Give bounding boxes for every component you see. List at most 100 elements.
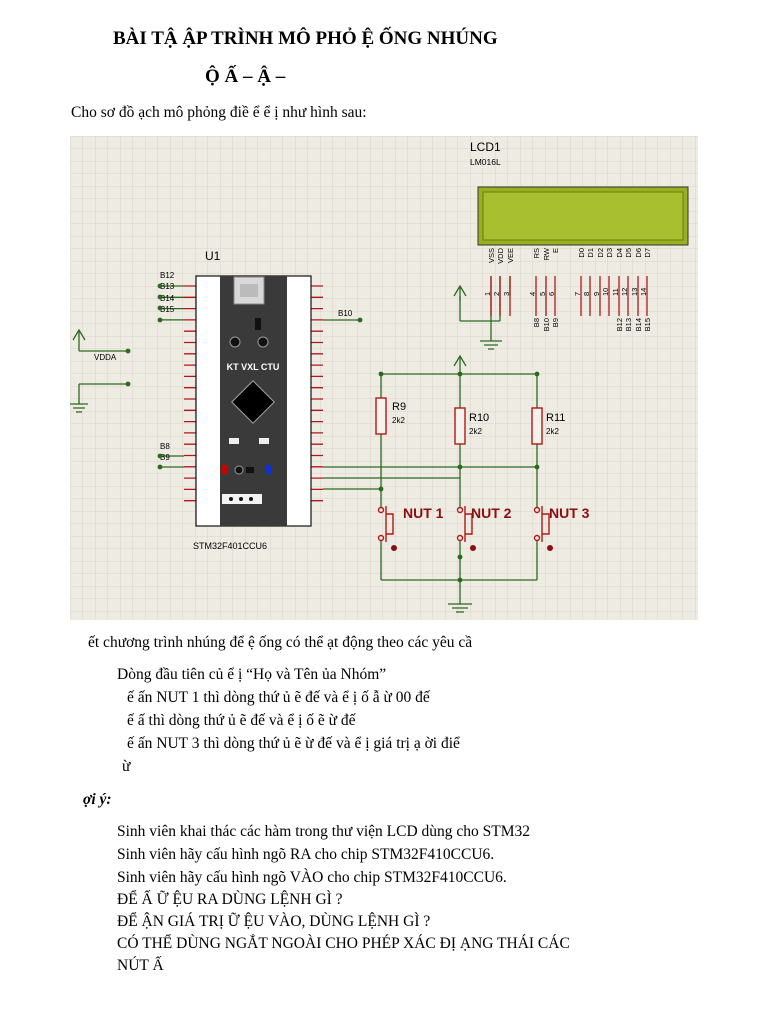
requirement-4: ế ấn NUT 3 thì dòng thứ ủ ẽ ừ đế và ể ị … <box>127 735 460 752</box>
mcu-ref: U1 <box>205 249 221 263</box>
junction-dot <box>125 381 131 387</box>
lcd-pin-number: 10 <box>601 288 610 296</box>
mcu-left-pin-label: 3V3 <box>209 499 220 505</box>
power-arrow-icon <box>453 354 467 374</box>
r11-value: 2k2 <box>546 427 559 436</box>
lcd-net-label: B9 <box>551 318 560 327</box>
lcd-pin-number: 4 <box>528 292 537 296</box>
junction-dot <box>457 464 463 470</box>
mcu-right-pin-label: B10 <box>289 318 300 324</box>
lcd-pin-number: 9 <box>592 292 601 296</box>
lcd-pin-name: D3 <box>605 248 614 258</box>
button-contact <box>456 534 464 542</box>
usb-connector-icon <box>233 276 265 305</box>
mcu-net-label: B13 <box>160 282 175 291</box>
hint-heading: ợi ý: <box>83 791 112 808</box>
document-title-line1: BÀI TẬ ẬP TRÌNH MÔ PHỎ Ệ ỐNG NHÚNG <box>113 28 498 49</box>
junction-dot <box>457 577 463 583</box>
button-cap <box>547 545 553 551</box>
junction-dot <box>457 554 463 560</box>
junction-dot <box>378 486 384 492</box>
mcu-right-pin-label: B1 <box>293 341 301 347</box>
mcu-left-pin-label: B6 <box>209 431 217 437</box>
r11-ref: R11 <box>546 412 565 424</box>
mcu-right-pin-label: C13 <box>289 487 301 493</box>
lcd-pin-number: 7 <box>573 292 582 296</box>
pushbutton-icon <box>464 506 473 542</box>
mcu-left-pin-label: A15 <box>209 386 220 392</box>
mcu-left-pin-label: A12 <box>209 374 220 380</box>
button-contact <box>533 506 541 514</box>
button-label-nut1: NUT 1 <box>403 505 444 521</box>
button-label-nut3: NUT 3 <box>549 505 590 521</box>
mcu-right-pin-label: VB <box>292 499 300 505</box>
task-text: ết chương trình nhúng để ệ ống có thể ạt… <box>88 634 473 651</box>
lcd-pin-number: 2 <box>492 292 501 296</box>
lcd-net-label: B14 <box>634 318 643 331</box>
pushbutton-icon <box>385 506 394 542</box>
lcd-pin-name: D2 <box>596 248 605 258</box>
mcu-left-pin-label: A8 <box>209 329 217 335</box>
lcd-ref: LCD1 <box>470 140 501 154</box>
mcu-left-pin-label: 5V <box>209 476 216 482</box>
lcd-pin-name: VEE <box>506 248 515 263</box>
mcu-left-pin-label: A11 <box>209 363 220 369</box>
mcu-right-pin-label: A7 <box>293 363 301 369</box>
mcu-right-pin-label: R <box>296 454 301 460</box>
lcd-pin-number: 11 <box>611 288 620 296</box>
lcd-pin-name: RW <box>542 247 551 260</box>
lcd-pin-number: 1 <box>483 292 492 296</box>
button-cap <box>470 545 476 551</box>
junction-dot <box>534 464 540 470</box>
mcu-left-pin-label: B15 <box>209 318 220 324</box>
mcu-net-label: B15 <box>160 305 175 314</box>
mcu-left-pin-label: B13 <box>209 295 220 301</box>
hint-6: CÓ THỂ DÙNG NGẮT NGOÀI CHO PHÉP XÁC ĐỊ Ạ… <box>117 935 570 952</box>
junction-dot <box>157 453 163 459</box>
r9-value: 2k2 <box>392 416 405 425</box>
lcd-net-label: B8 <box>532 318 541 327</box>
lcd-part: LM016L <box>470 157 501 167</box>
r10-ref: R10 <box>469 412 489 424</box>
ground-icon <box>448 603 472 613</box>
mcu-right-pin-label: 5V <box>293 284 300 290</box>
mcu-right-pin-label: C15 <box>289 465 301 471</box>
lcd-pin-number: 14 <box>639 288 648 296</box>
intro-text: Cho sơ đồ ạch mô phỏng điề ể ể ị như hìn… <box>71 104 367 121</box>
mcu-part: STM32F401CCU6 <box>193 541 267 551</box>
mcu-left-pin-label: B8 <box>209 454 217 460</box>
lcd-pin-number: 8 <box>582 292 591 296</box>
lcd-pin-name: D0 <box>577 248 586 258</box>
resistor-r9 <box>375 397 387 435</box>
button-contact <box>456 506 464 514</box>
junction-dot <box>534 371 540 377</box>
hint-1: Sinh viên khai thác các hàm trong thư vi… <box>117 823 531 840</box>
mcu-net-label-b10: B10 <box>338 309 353 318</box>
mcu-net-label: B12 <box>160 271 175 280</box>
lcd-display <box>482 191 684 241</box>
mcu-chip-icon <box>231 380 275 424</box>
mcu-net-label: B8 <box>160 442 170 451</box>
mcu-left-pin-label: A9 <box>209 341 217 347</box>
mcu-right-pin-label: A6 <box>293 374 301 380</box>
button-label-nut2: NUT 2 <box>471 505 512 521</box>
mcu-right-pin-label: A2 <box>293 420 301 426</box>
r9-ref: R9 <box>392 401 406 413</box>
junction-dot <box>357 317 363 323</box>
lcd-pin-number: 5 <box>538 292 547 296</box>
button-cap <box>391 545 397 551</box>
mcu-right-pin-label: C14 <box>289 476 301 482</box>
junction-dot <box>157 283 163 289</box>
pushbutton-icon <box>541 506 550 542</box>
lcd-pin-number: 13 <box>630 288 639 296</box>
mcu-right-pin-label: G <box>295 295 300 301</box>
lcd-pin-name: D6 <box>634 248 643 258</box>
button-contact <box>377 534 385 542</box>
mcu-left-pin-label: B9 <box>209 465 217 471</box>
mcu-left-pin-label: B4 <box>209 408 217 414</box>
junction-dot <box>157 464 163 470</box>
mcu-right-pin-label: A0 <box>293 442 301 448</box>
button-contact <box>377 506 385 514</box>
hint-7: NÚT Ấ <box>117 957 164 974</box>
mcu-left-pin-label: B12 <box>209 284 220 290</box>
